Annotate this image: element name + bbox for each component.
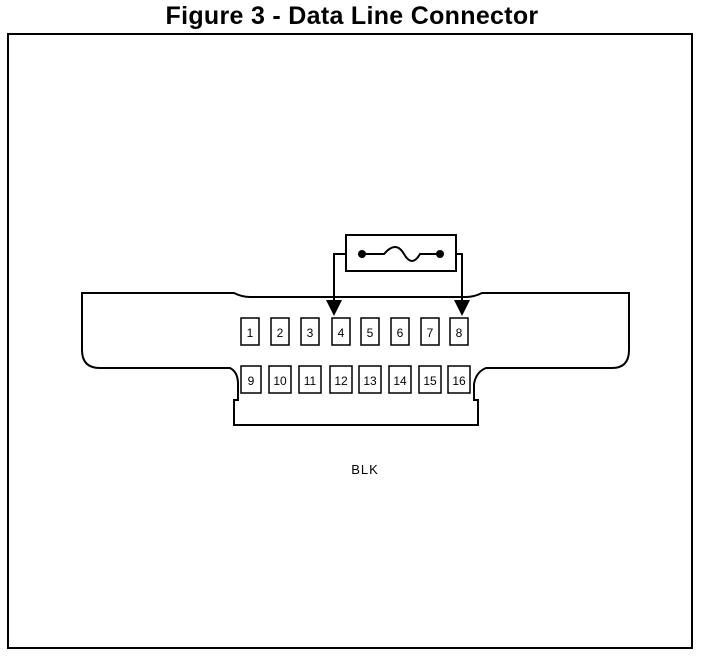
pin-15: 15 (418, 365, 442, 394)
pin-label: 6 (397, 326, 404, 340)
pin-16: 16 (447, 365, 471, 394)
pin-5: 5 (360, 317, 380, 346)
fuse-symbol (362, 246, 440, 262)
pin-label: 8 (456, 326, 463, 340)
pin-label: 2 (277, 326, 284, 340)
pin-label: 11 (304, 374, 317, 388)
pin-2: 2 (270, 317, 290, 346)
pin-8: 8 (449, 317, 469, 346)
arrowhead-pin-8 (454, 300, 470, 316)
pin-3: 3 (300, 317, 320, 346)
jumper-lead-pin-8 (456, 253, 463, 301)
pin-10: 10 (268, 365, 292, 394)
pin-label: 15 (423, 374, 437, 388)
figure-border (7, 33, 693, 649)
pin-14: 14 (388, 365, 412, 394)
jumper-lead-pin-4 (333, 253, 346, 301)
pin-label: 13 (363, 374, 377, 388)
pin-11: 11 (298, 365, 322, 394)
pin-1: 1 (240, 317, 260, 346)
pin-label: 16 (452, 374, 466, 388)
pin-label: 5 (367, 326, 374, 340)
pin-label: 9 (248, 374, 255, 388)
pin-row-top: 1 2 3 4 5 6 7 8 (240, 317, 469, 346)
pin-label: 7 (427, 326, 434, 340)
figure-title: Figure 3 - Data Line Connector (165, 2, 539, 30)
pin-row-bottom: 9 10 11 12 13 14 15 16 (240, 365, 471, 394)
pin-7: 7 (420, 317, 440, 346)
pin-6: 6 (390, 317, 410, 346)
connector-body (81, 292, 630, 426)
pin-4: 4 (331, 317, 351, 346)
arrowhead-pin-4 (326, 300, 342, 316)
pin-label: 10 (273, 374, 287, 388)
pin-label: 1 (247, 326, 254, 340)
pin-label: 4 (338, 326, 345, 340)
pin-13: 13 (358, 365, 382, 394)
pin-label: 3 (307, 326, 314, 340)
pin-9: 9 (240, 365, 262, 394)
pin-12: 12 (329, 365, 353, 394)
pin-label: 12 (334, 374, 348, 388)
connector-color-label: BLK (351, 462, 379, 477)
pin-label: 14 (393, 374, 407, 388)
